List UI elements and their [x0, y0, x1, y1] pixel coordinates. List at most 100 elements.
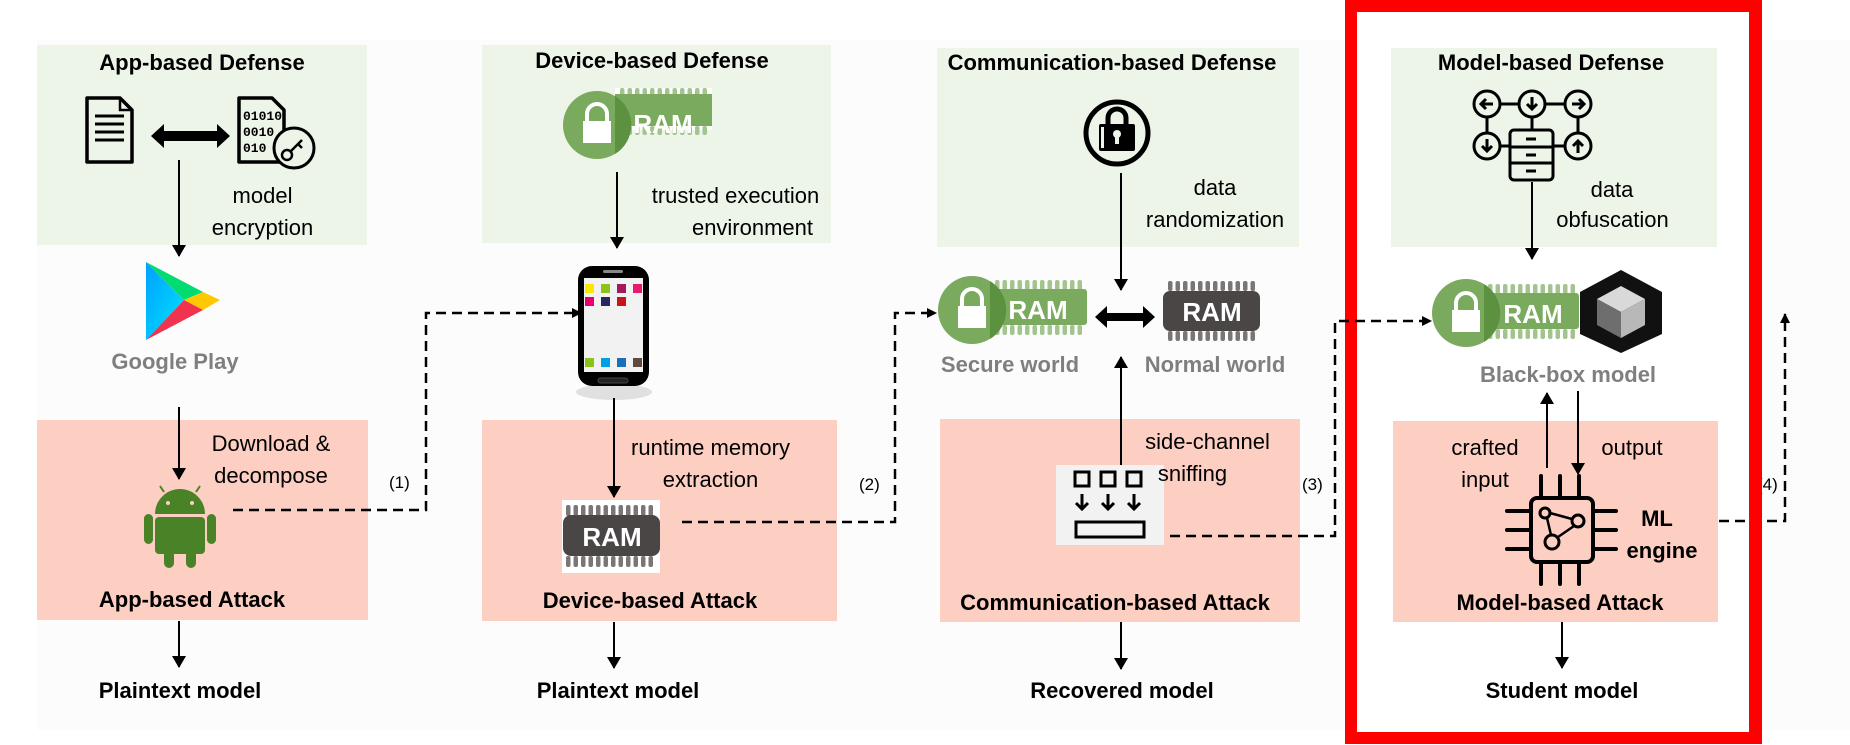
- svg-text:010: 010: [243, 141, 267, 156]
- ram-pin: [581, 556, 586, 567]
- ram-pin: [1077, 325, 1082, 335]
- ram-pin: [1017, 280, 1022, 290]
- google-play-icon: [146, 262, 220, 340]
- ram-pin: [1168, 281, 1173, 291]
- ram-pin: [1518, 329, 1523, 339]
- ram-pin: [1040, 280, 1045, 290]
- ram-pin: [1002, 325, 1007, 335]
- ram-pin: [1025, 325, 1030, 335]
- ram-pin: [650, 126, 655, 135]
- secure-ram-icon-model: RAM: [1432, 279, 1579, 347]
- ram-pin: [1077, 280, 1082, 290]
- model-defense-title: Model-based Defense: [1437, 50, 1665, 75]
- app-result: Plaintext model: [98, 678, 262, 703]
- svg-text:0010: 0010: [243, 125, 274, 140]
- secure-world-label: Secure world: [940, 352, 1080, 377]
- communication-defense-title: Communication-based Defense: [947, 50, 1277, 75]
- ram-pin: [1047, 325, 1052, 335]
- ram-pin: [1570, 284, 1575, 294]
- document-icon: [85, 96, 134, 164]
- ram-pin: [642, 126, 647, 135]
- device-attack-caption-1: runtime memory: [631, 435, 790, 460]
- ram-pin: [566, 556, 571, 567]
- ram-text: RAM: [633, 109, 692, 139]
- ram-pin: [618, 505, 623, 516]
- connector-1: [233, 308, 582, 512]
- ram-pin: [665, 126, 670, 135]
- app-attack-caption-1: Download &: [211, 431, 331, 456]
- ram-pin: [648, 556, 653, 567]
- crafted-input-caption-2: input: [1461, 467, 1509, 492]
- device-result: Plaintext model: [536, 678, 700, 703]
- ram-pin: [1563, 329, 1568, 339]
- data-obfuscation-icon: [1472, 89, 1593, 182]
- model-result: Student model: [1485, 678, 1639, 703]
- ram-pin: [1198, 331, 1203, 341]
- ram-pin: [1548, 329, 1553, 339]
- communication-attack-title: Communication-based Attack: [960, 590, 1270, 615]
- ram-pin: [1525, 329, 1530, 339]
- model-defense-caption-1: data: [1590, 177, 1634, 202]
- ml-engine-chip-icon: [1505, 474, 1618, 586]
- model-attack-title: Model-based Attack: [1456, 590, 1664, 615]
- app-defense-caption-2: encryption: [211, 215, 314, 240]
- ram-pin: [1205, 281, 1210, 291]
- ram-pin: [1563, 284, 1568, 294]
- ram-pin: [1243, 331, 1248, 341]
- android-icon: [144, 485, 216, 568]
- ram-pin: [635, 126, 640, 135]
- device-defense-caption-2: environment: [691, 215, 814, 240]
- device-attack-title: Device-based Attack: [542, 588, 758, 613]
- ram-pin: [1213, 281, 1218, 291]
- ram-pin: [1518, 284, 1523, 294]
- normal-ram-icon: RAM: [1163, 281, 1260, 341]
- ram-pin: [573, 505, 578, 516]
- ram-pin: [1025, 280, 1030, 290]
- app-attack-title: App-based Attack: [98, 587, 286, 612]
- ram-pin: [1555, 329, 1560, 339]
- output-caption: output: [1601, 435, 1663, 460]
- secure-ram-icon-comm: RAM: [938, 276, 1087, 344]
- ram-text: RAM: [1182, 297, 1241, 327]
- ram-pin: [1495, 284, 1500, 294]
- ram-chip-icon-device: RAM: [562, 500, 660, 573]
- ram-pin: [641, 556, 646, 567]
- ram-pin: [1540, 329, 1545, 339]
- ram-pin: [1183, 331, 1188, 341]
- ram-pin: [588, 505, 593, 516]
- ram-pin: [1190, 331, 1195, 341]
- communication-result: Recovered model: [1030, 678, 1214, 703]
- ram-pin: [1010, 280, 1015, 290]
- ram-pin: [596, 556, 601, 567]
- black-box-model-icon: [1580, 270, 1662, 353]
- ram-pin: [626, 556, 631, 567]
- device-defense-box: [482, 45, 831, 243]
- ram-pin: [1047, 280, 1052, 290]
- ram-pin: [1032, 325, 1037, 335]
- highlight-frame-right-edge: [1749, 0, 1761, 744]
- ram-pin: [573, 556, 578, 567]
- connector-1-label: (1): [389, 473, 410, 492]
- ram-pin: [1175, 331, 1180, 341]
- app-attack-caption-2: decompose: [214, 463, 328, 488]
- ram-pin: [1070, 280, 1075, 290]
- model-defense-caption-2: obfuscation: [1556, 207, 1669, 232]
- app-defense-caption-1: model: [232, 183, 293, 208]
- ram-pin: [566, 505, 571, 516]
- ram-pin: [1017, 325, 1022, 335]
- side-channel-icon: [1056, 465, 1164, 545]
- ram-pin: [680, 126, 685, 135]
- ram-pin: [657, 126, 662, 135]
- ram-pin: [687, 126, 692, 135]
- device-attack-caption-2: extraction: [662, 467, 759, 492]
- ram-text: RAM: [582, 522, 641, 552]
- ram-pin: [1548, 284, 1553, 294]
- ram-pin: [1055, 280, 1060, 290]
- ram-pin: [1235, 331, 1240, 341]
- ml-engine-caption-1: ML: [1641, 506, 1673, 531]
- connector-3-label: (3): [1302, 475, 1323, 494]
- ram-pin: [1533, 329, 1538, 339]
- ram-pin: [1010, 325, 1015, 335]
- ram-pin: [1495, 329, 1500, 339]
- ram-pin: [1183, 281, 1188, 291]
